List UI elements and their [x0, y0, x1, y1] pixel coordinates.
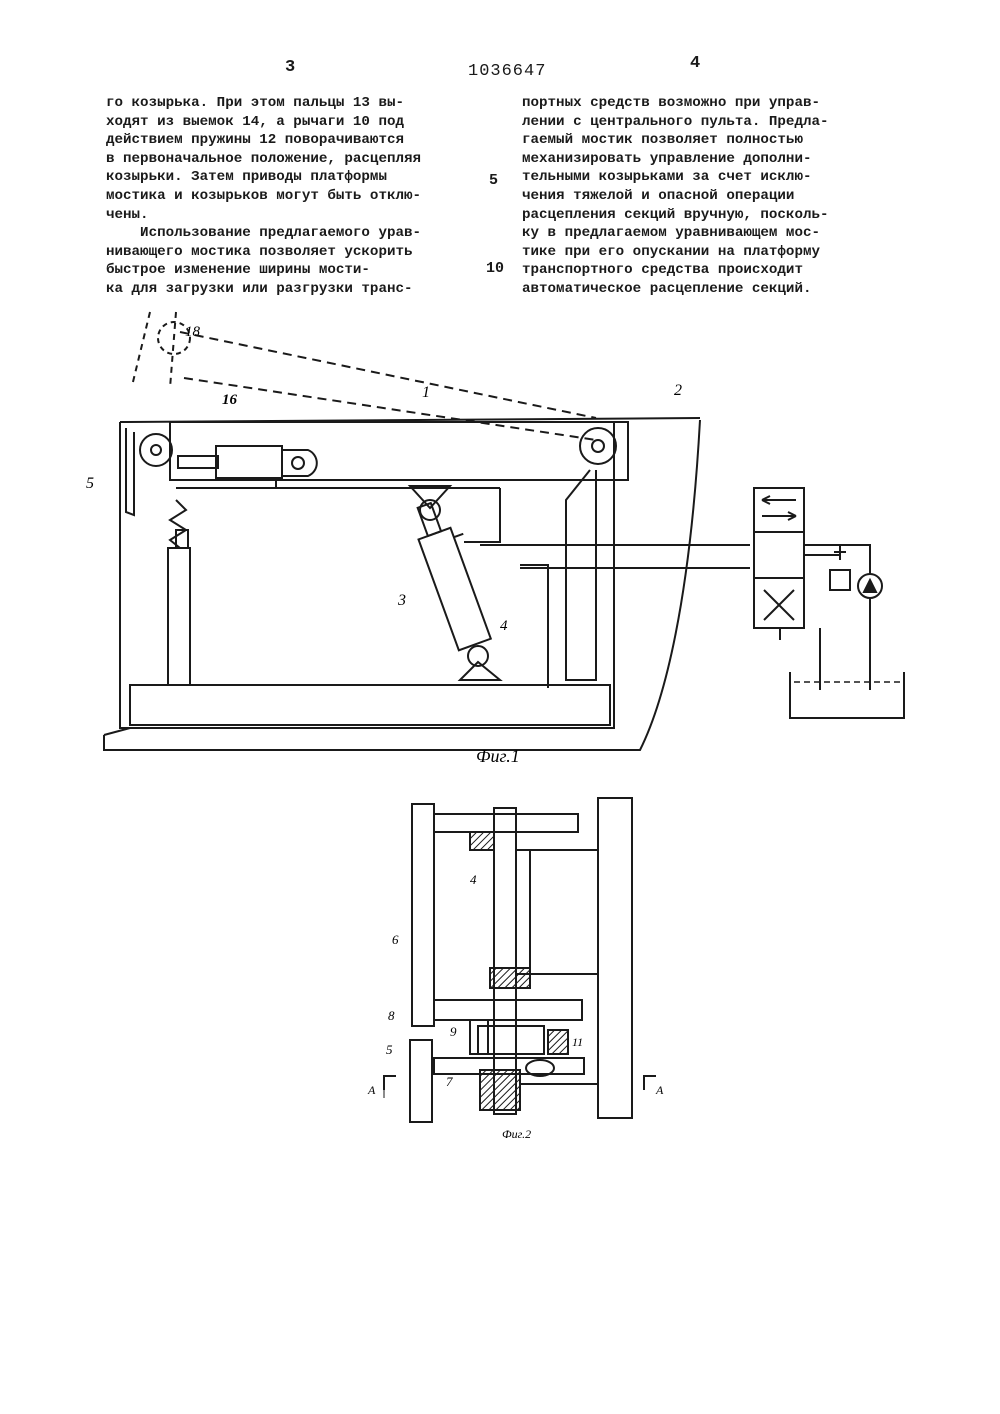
label-11: 11 [572, 1035, 583, 1049]
text-line: козырьки. Затем приводы платформы [106, 168, 486, 187]
figure-2-drawing: 4 6 8 9 11 5 7 A A Фиг.2 [0, 790, 1000, 1150]
text-line: Использование предлагаемого урав- [106, 224, 486, 243]
text-line: механизировать управление дополни- [522, 150, 892, 169]
label-7: 7 [446, 1074, 453, 1089]
page-number-left: 3 [285, 58, 295, 77]
text-line: транспортного средства происходит [522, 261, 892, 280]
margin-line-number-5: 5 [489, 172, 498, 189]
text-line: тельными козырьками за счет исклю- [522, 168, 892, 187]
patent-number: 1036647 [468, 62, 546, 81]
label-3: 3 [397, 592, 406, 609]
text-line: ку в предлагаемом уравнивающем мос- [522, 224, 892, 243]
text-line: в первоначальное положение, расцепляя [106, 150, 486, 169]
text-line: чены. [106, 206, 486, 225]
label-1: 1 [422, 384, 430, 401]
label-4: 4 [470, 872, 477, 887]
text-line: расцепления секций вручную, посколь- [522, 206, 892, 225]
label-5: 5 [86, 475, 94, 492]
page-number-right: 4 [690, 54, 700, 73]
right-text-column: портных средств возможно при управ- лени… [522, 94, 892, 299]
text-line: нивающего мостика позволяет ускорить [106, 243, 486, 262]
label-18: 18 [185, 324, 201, 340]
label-4: 4 [500, 618, 508, 634]
figure-1-drawing: 18 1 2 16 5 3 4 Фиг.1 [0, 290, 1000, 770]
label-8: 8 [388, 1008, 395, 1023]
text-line: лении с центрального пульта. Предла- [522, 113, 892, 132]
label-16: 16 [222, 392, 238, 408]
margin-line-number-10: 10 [486, 260, 504, 277]
text-line: быстрое изменение ширины мости- [106, 261, 486, 280]
text-line: ходят из выемок 14, а рычаги 10 под [106, 113, 486, 132]
text-line: чения тяжелой и опасной операции [522, 187, 892, 206]
label-9: 9 [450, 1024, 457, 1039]
figure-2-caption: Фиг.2 [502, 1127, 531, 1141]
text-line: действием пружины 12 поворачиваются [106, 131, 486, 150]
text-line: гаемый мостик позволяет полностью [522, 131, 892, 150]
figure-1-caption: Фиг.1 [476, 746, 520, 766]
text-line: го козырька. При этом пальцы 13 вы- [106, 94, 486, 113]
section-label-a-left: A [367, 1083, 376, 1097]
label-6: 6 [392, 932, 399, 947]
label-5: 5 [386, 1042, 393, 1057]
text-line: тике при его опускании на платформу [522, 243, 892, 262]
section-label-a-right: A [655, 1083, 664, 1097]
text-line: мостика и козырьков могут быть отклю- [106, 187, 486, 206]
left-text-column: го козырька. При этом пальцы 13 вы- ходя… [106, 94, 486, 299]
label-2: 2 [674, 382, 682, 399]
text-line: портных средств возможно при управ- [522, 94, 892, 113]
